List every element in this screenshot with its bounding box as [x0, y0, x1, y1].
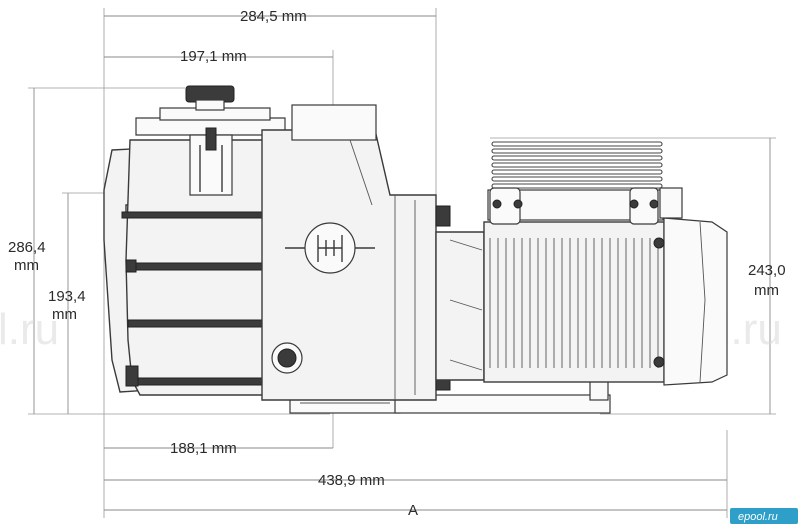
dim-total-length: 438,9 mm: [318, 472, 385, 489]
grille-bar: [491, 176, 663, 182]
dim-height-total: 286,4: [8, 239, 46, 256]
dim-overall-label: A: [408, 502, 418, 519]
dim-height-motor-unit: mm: [754, 282, 779, 299]
pump-drawing: [103, 85, 728, 414]
dimension-labels: 284,5 mm 197,1 mm 286,4 mm 193,4 mm 243,…: [8, 8, 786, 519]
grille-bar: [491, 183, 663, 189]
grille-bar: [491, 148, 663, 154]
grille-bar: [491, 162, 663, 168]
watermark-partial: l.ru: [0, 305, 59, 354]
grille-bar: [491, 141, 663, 147]
dim-height-total-unit: mm: [14, 257, 39, 274]
logo-text: epool.ru: [738, 511, 778, 523]
dim-base-width: 188,1 mm: [170, 440, 237, 457]
logo-box: [730, 508, 798, 524]
grille-bar: [491, 155, 663, 161]
dim-height-inlet-unit: mm: [52, 306, 77, 323]
motor-fins: [489, 238, 659, 368]
epool-logo: epool.ru: [730, 508, 798, 524]
dim-height-motor: 243,0: [748, 262, 786, 279]
grille-bar: [491, 169, 663, 175]
terminal-grille: [491, 141, 663, 189]
dimension-lines: [28, 8, 776, 518]
dim-height-inlet: 193,4: [48, 288, 86, 305]
dim-top-width: 284,5 mm: [240, 8, 307, 25]
dim-inner-top-width: 197,1 mm: [180, 48, 247, 65]
